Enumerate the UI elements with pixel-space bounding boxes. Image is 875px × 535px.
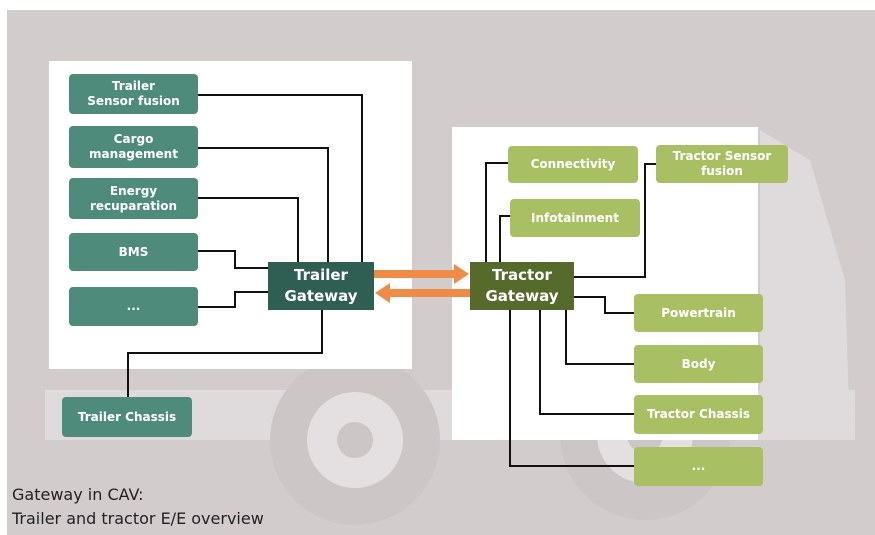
energy-recuparation-node: Energy recuparation <box>69 178 198 219</box>
powertrain-node: Powertrain <box>634 294 763 332</box>
gateway-arrows <box>374 264 470 303</box>
connectivity-node: Connectivity <box>508 146 638 183</box>
tractor-more-node: ... <box>634 447 763 486</box>
trailer-more-node: ... <box>69 287 198 326</box>
trailer-sensor-fusion-node: Trailer Sensor fusion <box>69 74 198 114</box>
wheel-left <box>270 355 440 525</box>
arrow-left <box>375 283 470 303</box>
bms-node: BMS <box>69 233 198 271</box>
body-node: Body <box>634 345 763 383</box>
tractor-gateway-node: Tractor Gateway <box>470 262 574 310</box>
cargo-management-node: Cargo management <box>69 126 198 168</box>
tractor-chassis-node: Tractor Chassis <box>634 395 763 434</box>
arrow-right <box>374 264 469 284</box>
trailer-gateway-node: Trailer Gateway <box>268 262 374 310</box>
tractor-connectors <box>485 162 658 467</box>
trailer-connectors <box>127 94 363 398</box>
caption-line-1: Gateway in CAV: <box>12 485 144 504</box>
infotainment-node: Infotainment <box>510 199 640 237</box>
trailer-chassis-node: Trailer Chassis <box>62 397 192 437</box>
tractor-sensor-fusion-node: Tractor Sensor fusion <box>656 145 788 183</box>
caption-line-2: Trailer and tractor E/E overview <box>12 509 264 528</box>
